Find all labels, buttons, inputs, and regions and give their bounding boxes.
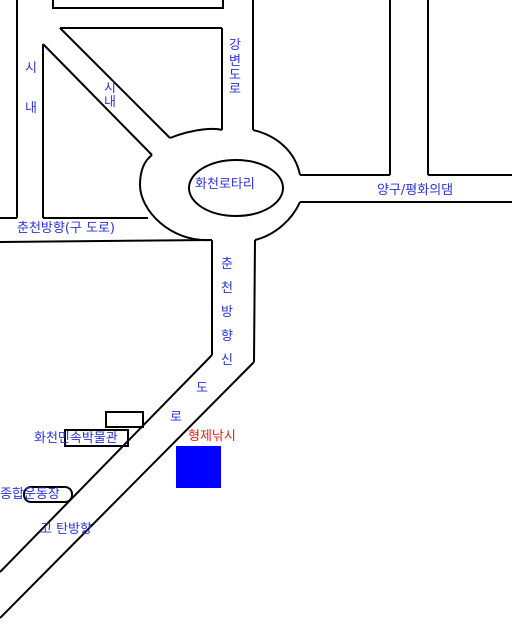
- label-new-road-1: 춘: [221, 257, 233, 272]
- label-gangbyeon-1: 강: [229, 38, 241, 53]
- label-gangbyeon-2: 변: [229, 54, 241, 69]
- label-new-road-2: 천: [221, 281, 233, 296]
- tanbang-road-edge-upper: [0, 354, 213, 573]
- tanbang-road-edge-lower: [0, 361, 255, 619]
- building-box: [105, 411, 144, 428]
- label-chuncheon-old: 춘천방향(구 도로): [17, 221, 115, 236]
- label-sinae-diag-2: 내: [104, 95, 116, 110]
- label-new-road-5: 신: [221, 353, 233, 368]
- new-road-edge-right: [253, 239, 256, 363]
- old-road-edge-bottom: [0, 239, 213, 243]
- label-museum: 화천민속박물관: [34, 431, 118, 446]
- label-new-road-7: 로: [170, 410, 182, 425]
- label-sinae-left-1: 시: [25, 61, 37, 76]
- rotary-outer-edge: [138, 128, 301, 242]
- label-destination: 형제낚시: [188, 429, 236, 444]
- label-new-road-4: 향: [221, 329, 233, 344]
- destination-marker[interactable]: [176, 446, 221, 488]
- rotary-island: [188, 159, 284, 217]
- label-sinae-diag-1: 시: [104, 81, 116, 96]
- diagonal-road-edge-lower: [42, 43, 153, 156]
- label-new-road-6: 도: [196, 381, 208, 396]
- diagonal-road-edge-upper: [59, 27, 171, 139]
- label-gangbyeon-4: 로: [229, 82, 241, 97]
- label-new-road-3: 방: [221, 305, 233, 320]
- label-sinae-left-2: 내: [25, 101, 37, 116]
- label-gangbyeon-3: 도: [229, 68, 241, 83]
- label-yanggu: 양구/평화의댐: [377, 183, 453, 198]
- sports-box: [23, 486, 73, 503]
- top-block-outline: [52, 0, 224, 9]
- label-tanbang: 고 탄방향: [40, 522, 92, 537]
- museum-box: [64, 429, 129, 447]
- label-sports: 종합운동장: [0, 487, 60, 502]
- label-rotary: 화천로타리: [195, 177, 255, 192]
